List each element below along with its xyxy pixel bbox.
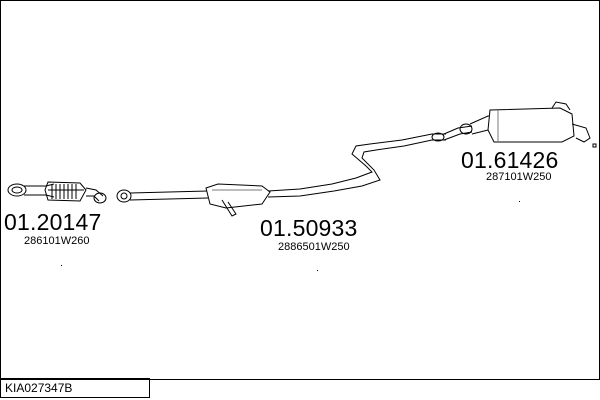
front-pipe-drawing <box>7 181 107 204</box>
center-silencer-drawing <box>116 133 446 217</box>
marker-dot <box>519 201 520 202</box>
part-number-center-silencer: 01.50933 <box>260 215 358 241</box>
rear-silencer-drawing <box>431 101 597 148</box>
part-number-rear-silencer: 01.61426 <box>461 147 559 173</box>
part-number-front-pipe: 01.20147 <box>4 209 102 235</box>
oem-number-front-pipe: 286101W260 <box>24 235 90 247</box>
reference-code-box: KIA027347B <box>0 378 150 398</box>
oem-number-rear-silencer: 287101W250 <box>486 171 552 183</box>
marker-dot <box>317 270 318 271</box>
marker-dot <box>61 265 62 266</box>
oem-number-center-silencer: 2886501W250 <box>278 241 350 253</box>
